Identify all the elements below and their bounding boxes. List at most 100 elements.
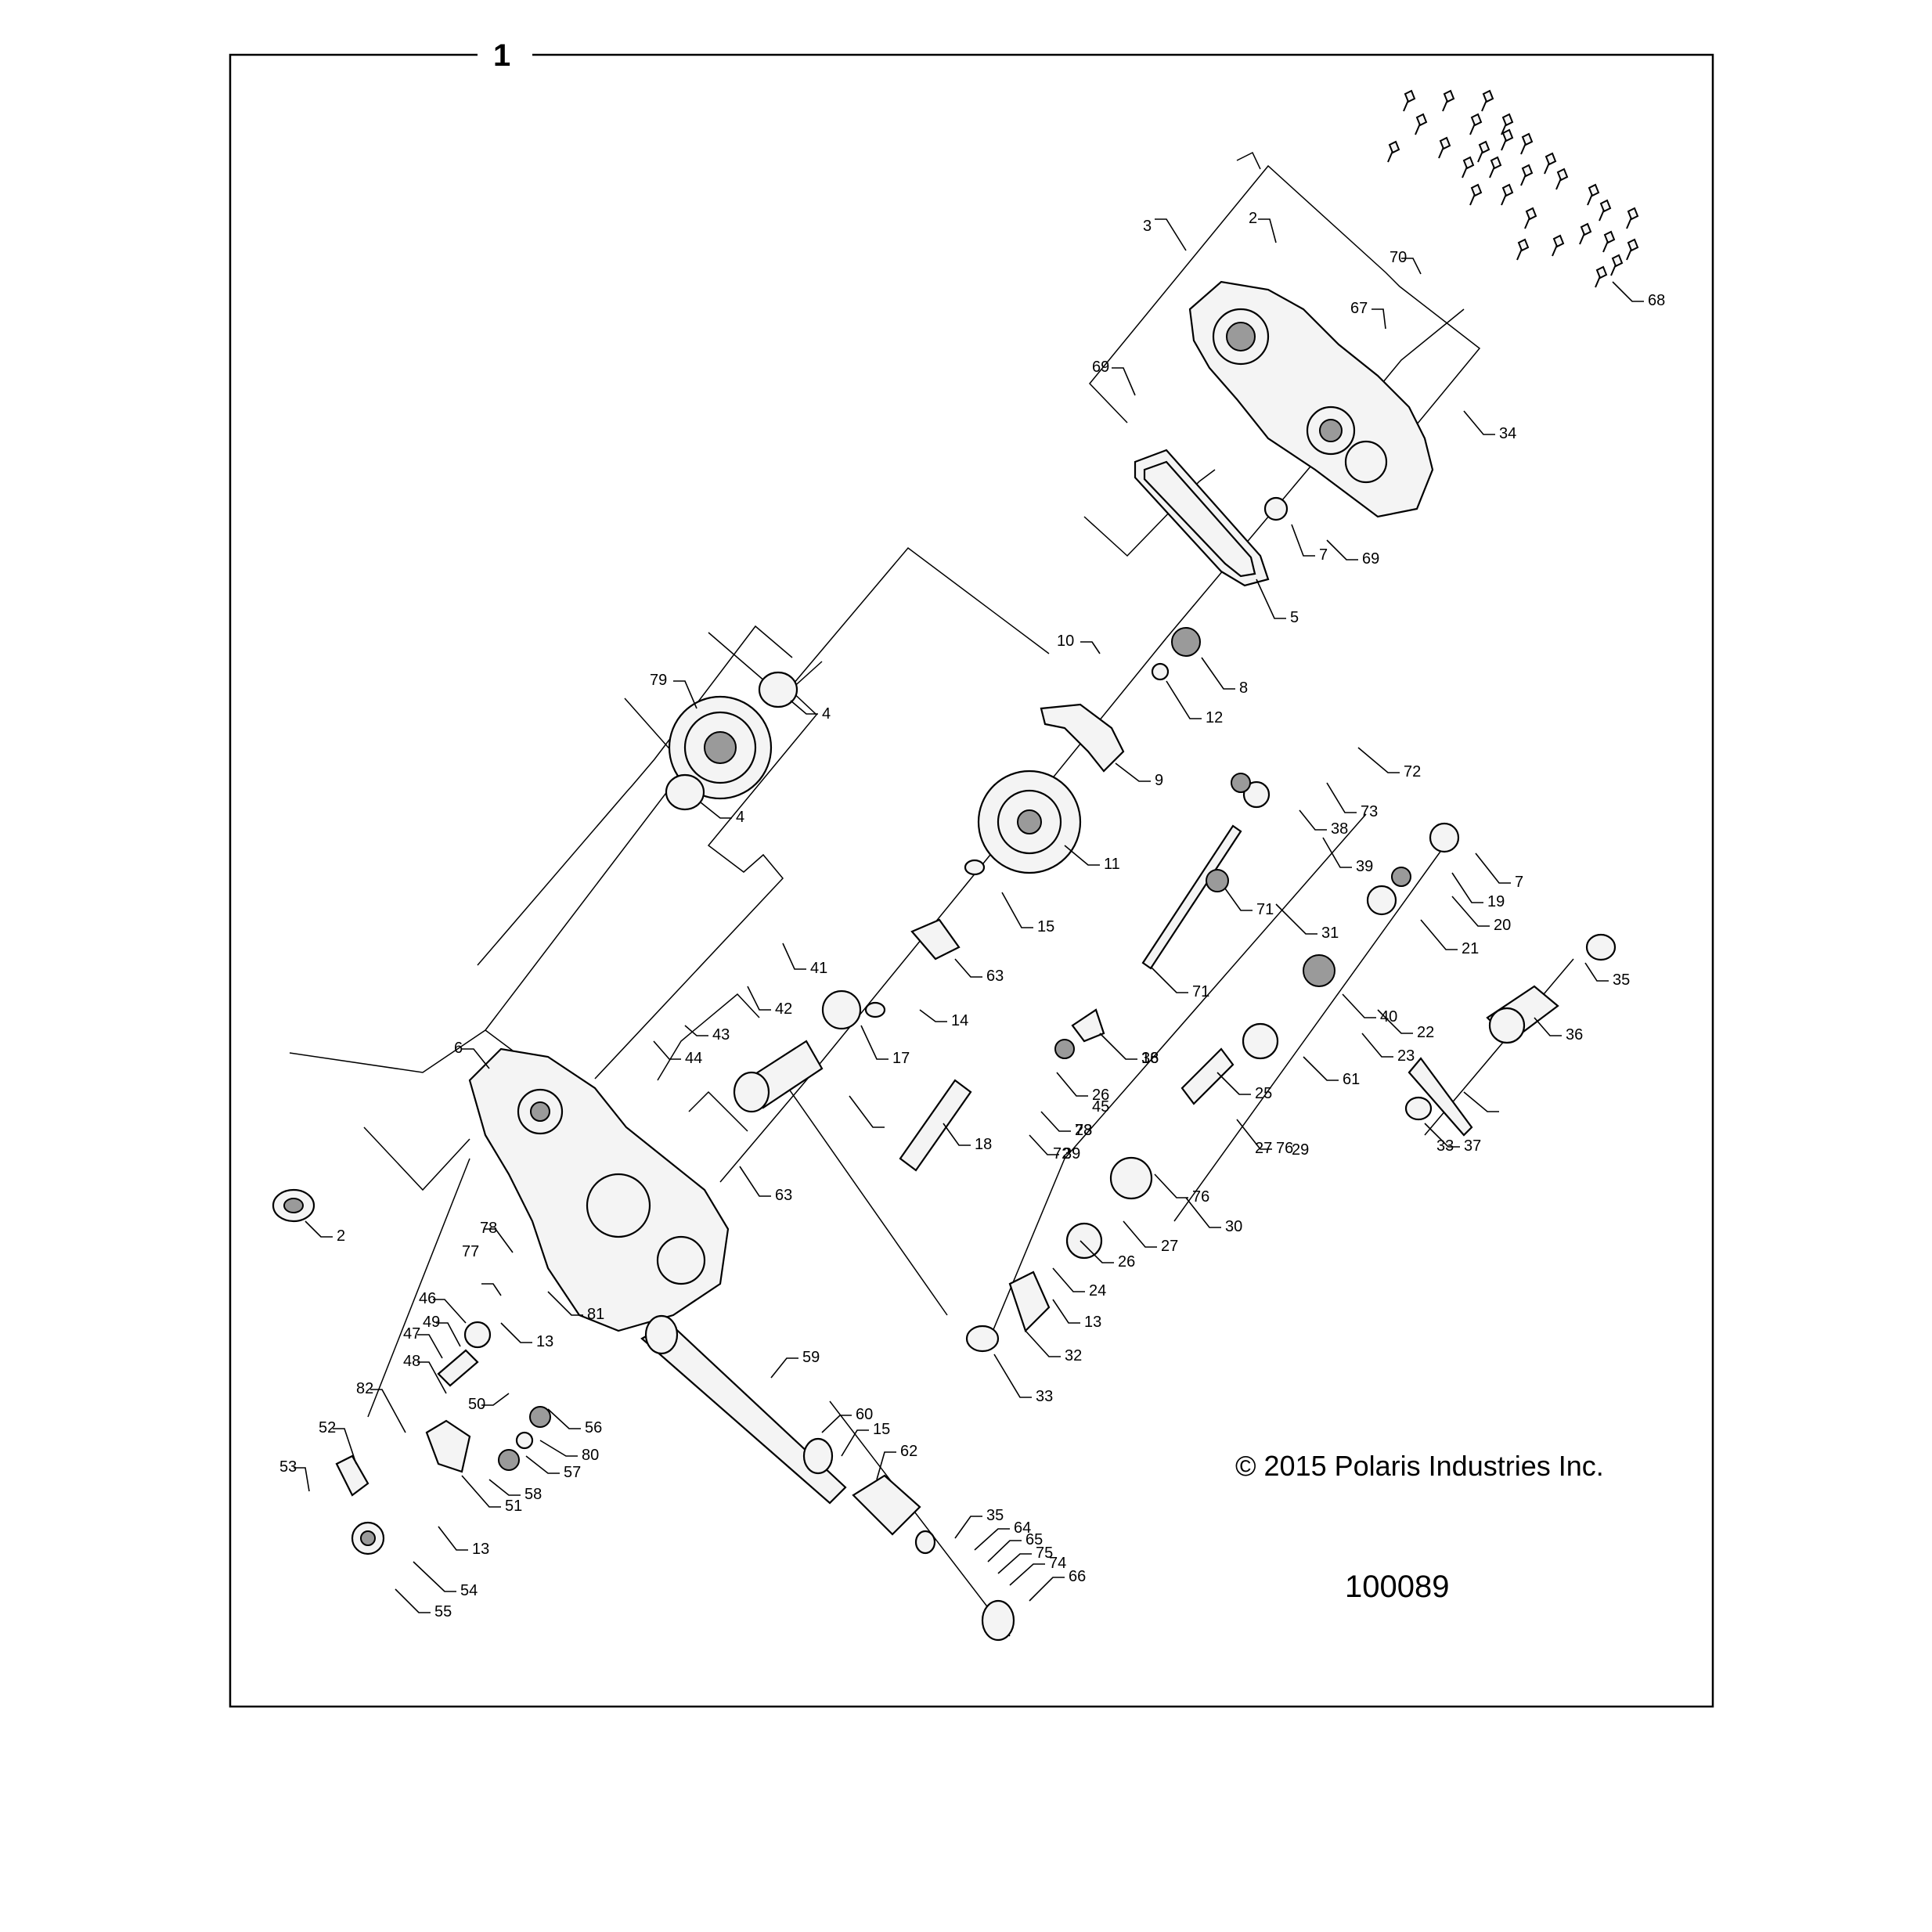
callout-63: 63 [775,1187,792,1204]
callout-54: 54 [460,1582,478,1599]
bolt-icon [1387,140,1400,163]
callout-35: 35 [986,1507,1004,1524]
lower-left-pump-parts [335,1321,551,1555]
output-shaft [640,1314,847,1505]
callout-49: 49 [423,1314,440,1331]
callout-46: 46 [419,1290,436,1307]
callout-73: 73 [1075,1122,1092,1139]
callout-9: 9 [1155,772,1163,789]
callout-72: 72 [1404,763,1421,780]
bolt-icon [1477,140,1490,163]
gear-11 [977,770,1082,874]
callout-70: 70 [1390,249,1407,266]
bolt-icon [1520,164,1534,186]
seals [272,1188,1015,1642]
callout-39: 39 [1356,858,1373,875]
callout-55: 55 [434,1603,452,1620]
callout-73: 73 [1361,803,1378,820]
callout-38: 38 [1141,1050,1159,1067]
callout-74: 74 [1049,1555,1066,1572]
callout-12: 12 [1206,709,1223,726]
callout-82: 82 [356,1380,373,1397]
diagram-frame: 1 [229,38,1714,1708]
callout-56: 56 [585,1419,602,1436]
callout-68: 68 [1648,292,1665,309]
callout-4: 4 [822,705,831,723]
callout-53: 53 [279,1458,297,1476]
copyright-notice: © 2015 Polaris Industries Inc. [1235,1450,1604,1482]
callout-76: 76 [1276,1140,1293,1157]
callout-78: 78 [480,1220,497,1237]
bolt-cluster [1387,89,1639,288]
bolt-icon [1516,238,1530,261]
callout-13: 13 [1084,1314,1101,1331]
callout-35: 35 [1613,971,1630,989]
callout-30: 30 [1225,1218,1242,1235]
callout-60: 60 [856,1406,873,1423]
assembly-axes [367,442,1574,1637]
callout-58: 58 [524,1486,542,1503]
bolt-icon [1579,222,1592,245]
gear-79-assembly [665,671,798,811]
callout-34: 34 [1499,425,1516,442]
bolt-icon [1595,265,1608,288]
callout-77: 77 [462,1243,479,1260]
callout-41: 41 [810,960,827,977]
bolt-icon [1602,230,1616,253]
callout-67: 67 [1350,300,1368,317]
callout-4: 4 [736,809,744,826]
drive-belt [1134,449,1270,587]
clutch-cylinder [852,1474,921,1536]
callout-52: 52 [319,1419,336,1436]
bolt-icon [1469,183,1483,206]
bolt-icon [1462,156,1475,178]
callout-43: 43 [712,1026,730,1043]
shift-shaft [1054,773,1271,1059]
callout-50: 50 [468,1396,485,1413]
bolt-icon [1599,199,1612,222]
callout-69: 69 [1362,550,1379,568]
callout-32: 32 [1065,1347,1082,1364]
callout-65: 65 [1025,1531,1043,1548]
callout-15: 15 [1037,918,1054,935]
bolt-icon [1524,207,1537,229]
callout-37: 37 [1464,1137,1481,1155]
callout-47: 47 [403,1325,420,1343]
callout-26: 26 [1118,1253,1135,1271]
callout-20: 20 [1494,917,1511,934]
callout-39: 39 [1063,1145,1080,1162]
callout-3: 3 [1143,218,1152,235]
callout-57: 57 [564,1464,581,1481]
callout-24: 24 [1089,1282,1106,1299]
callout-14: 14 [951,1012,968,1029]
leader-lines [294,218,1644,1613]
callout-13: 13 [536,1333,553,1350]
callout-31: 31 [1321,925,1339,942]
bolt-icon [1469,113,1483,135]
callout-17: 17 [892,1050,910,1067]
callout-40: 40 [1380,1008,1397,1025]
callout-36: 36 [1566,1026,1583,1043]
callout-25: 25 [1255,1085,1272,1102]
callout-59: 59 [802,1349,820,1366]
bolt-icon [1555,168,1569,190]
bolt-icon [1403,89,1416,112]
callout-8: 8 [1239,679,1248,697]
callout-23: 23 [1397,1047,1415,1065]
bolt-icon [1442,89,1455,112]
callout-61: 61 [1343,1071,1360,1088]
callout-72: 72 [1053,1145,1070,1162]
group-brackets [289,151,1481,1191]
callout-51: 51 [505,1498,522,1515]
callout-16: 16 [1141,1050,1159,1067]
callout-26: 26 [1092,1087,1109,1104]
callout-45: 45 [1092,1098,1109,1116]
bolt-icon [1481,89,1494,112]
main-axis-small-parts [733,496,1289,1113]
callout-64: 64 [1014,1519,1031,1537]
reference-number: 100089 [1345,1570,1449,1604]
bolt-icon [1587,183,1600,206]
callout-2: 2 [1249,210,1257,227]
bolt-icon [1438,136,1451,159]
